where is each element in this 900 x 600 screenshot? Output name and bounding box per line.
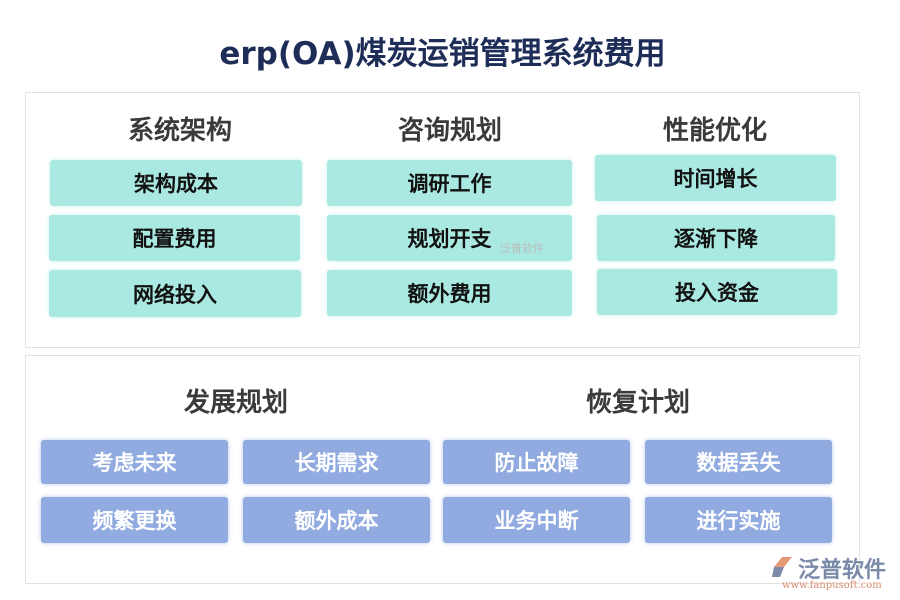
item-box: 频繁更换 (41, 497, 228, 543)
item-box: 长期需求 (243, 440, 430, 484)
item-box: 架构成本 (50, 160, 302, 206)
page-title: erp(OA)煤炭运销管理系统费用 (219, 36, 666, 72)
logo-mark-icon (772, 557, 792, 577)
item-box: 额外成本 (243, 497, 430, 543)
item-box: 规划开支 (327, 215, 572, 261)
heading-development-planning: 发展规划 (183, 388, 288, 418)
heading-system-architecture: 系统架构 (127, 116, 232, 146)
item-box: 业务中断 (443, 497, 630, 543)
item-box: 网络投入 (49, 270, 301, 317)
heading-consulting-planning: 咨询规划 (397, 116, 502, 146)
item-box: 数据丢失 (645, 440, 832, 484)
item-box: 逐渐下降 (597, 215, 835, 261)
item-box: 调研工作 (327, 160, 572, 206)
item-box: 防止故障 (443, 440, 630, 484)
item-box: 额外费用 (327, 270, 572, 316)
heading-recovery-plan: 恢复计划 (585, 388, 690, 418)
item-box: 时间增长 (595, 155, 836, 201)
logo-name: 泛普软件 (798, 558, 887, 583)
item-box: 进行实施 (645, 497, 832, 543)
item-box: 配置费用 (49, 215, 300, 261)
item-box: 投入资金 (597, 269, 837, 315)
logo-url: www.fanpusoft.com (782, 580, 882, 591)
item-box: 考虑未来 (41, 440, 228, 484)
heading-performance-optimization: 性能优化 (662, 116, 767, 146)
watermark: 泛普软件 (500, 242, 544, 255)
